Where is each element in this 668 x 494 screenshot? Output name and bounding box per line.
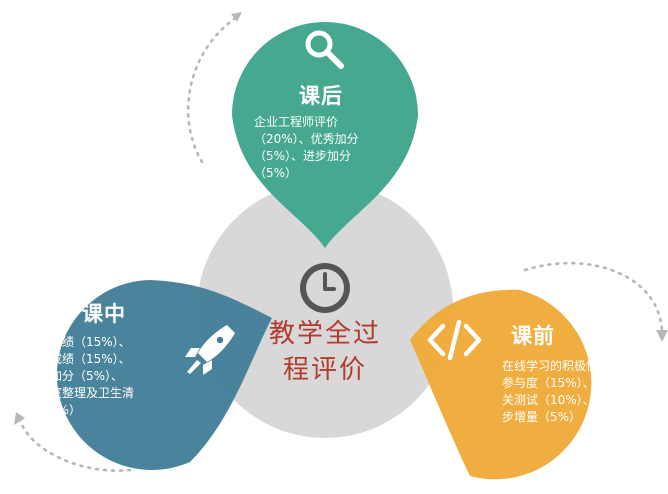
stage-before-text: 在线学习的积极性与 参与度（15%）、闯 关测试（10%）、进 步增量（5%） <box>502 359 611 424</box>
stage-middle-title: 课中 <box>82 302 126 326</box>
dotted-arrow-left <box>18 418 132 472</box>
stage-after-shape <box>232 22 418 248</box>
clock-icon <box>300 263 350 313</box>
stage-before-title: 课前 <box>511 324 555 348</box>
stage-after-text: 企业工程师评价 （20%）、优秀加分 （5%）、进步加分 （5%） <box>254 115 359 180</box>
stage-middle-text: 个人成绩（15%）、 小组成绩（15%）、 奖励加分（5%）、 实训室整理及卫生… <box>26 335 135 417</box>
stage-after-title: 课后 <box>299 84 343 108</box>
dotted-arrow-right <box>523 261 664 332</box>
dotted-arrow-left-head <box>14 412 25 425</box>
dotted-arrow-top-head <box>231 12 242 22</box>
center-title: 教学全过 程评价 <box>268 319 381 385</box>
dotted-arrow-right-head <box>656 330 668 342</box>
search-icon <box>305 30 344 69</box>
rocket-icon <box>185 325 235 375</box>
code-icon <box>427 319 482 361</box>
dotted-arrow-top <box>186 14 240 164</box>
stage-middle-shape <box>56 280 273 470</box>
